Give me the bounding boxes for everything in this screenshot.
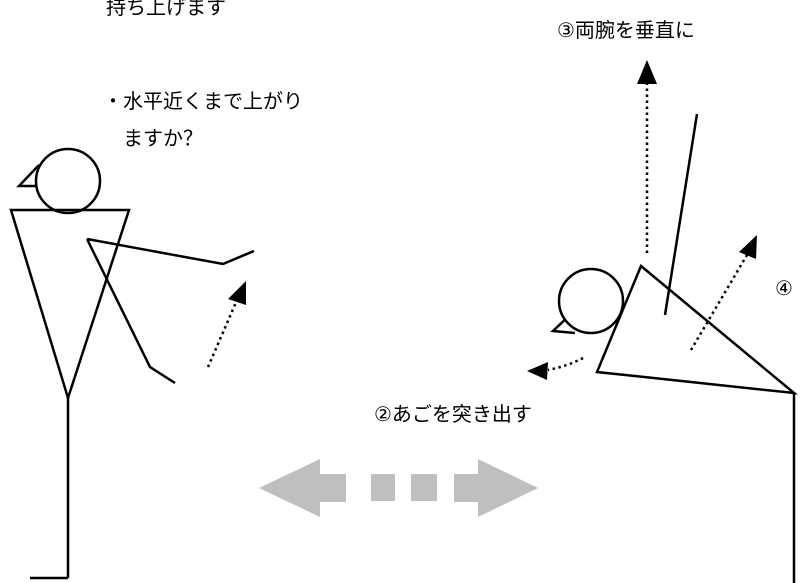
double-arrow-left-head xyxy=(259,459,346,517)
diagonal-arrow xyxy=(689,235,757,351)
figure-head xyxy=(34,147,102,215)
figure-hanging-arm xyxy=(85,238,176,385)
step4-partial-label: ④ xyxy=(775,276,793,300)
top-left-partial-label: 持ち上げます xyxy=(106,0,226,19)
figure-nose xyxy=(16,164,40,188)
figure-reaching-arm xyxy=(86,237,255,266)
bent-figure-head xyxy=(557,267,625,335)
bent-figure-raised-arm xyxy=(663,113,699,316)
double-arrow-square-1 xyxy=(371,474,395,501)
vertical-arrow xyxy=(637,60,657,253)
chin-arrow xyxy=(527,356,584,380)
question-label-line2: ますか？ xyxy=(123,126,203,150)
bent-figure-torso xyxy=(595,263,798,395)
bent-figure xyxy=(550,113,798,583)
step3-label: ③両腕を垂直に xyxy=(557,18,695,42)
figure-torso xyxy=(9,208,131,403)
standing-figure xyxy=(9,147,255,580)
double-arrow-right-head xyxy=(454,459,538,517)
step2-label: ②あごを突き出す xyxy=(374,402,532,426)
arm-lift-arrow xyxy=(206,281,246,368)
transition-double-arrow xyxy=(259,459,538,517)
double-arrow-square-2 xyxy=(411,474,437,501)
question-label-line1: ・水平近くまで上がり xyxy=(103,89,303,113)
